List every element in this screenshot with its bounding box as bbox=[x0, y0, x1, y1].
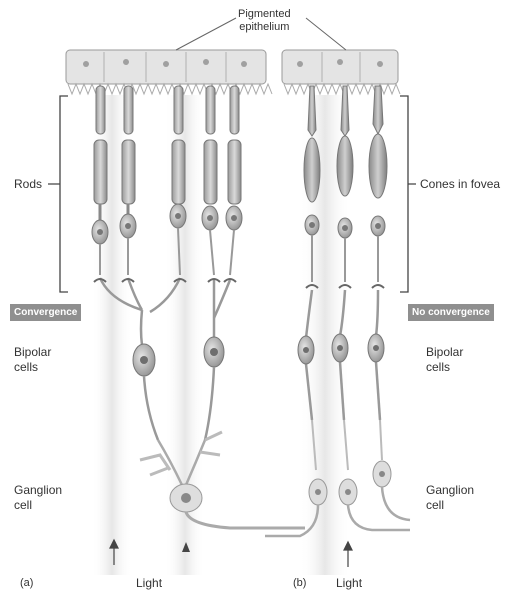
pigmented-epithelium-label: Pigmented epithelium bbox=[238, 8, 291, 34]
light-label-a: Light bbox=[136, 576, 162, 591]
light-label-b: Light bbox=[336, 576, 362, 591]
convergence-tag: Convergence bbox=[10, 304, 81, 321]
cones-bracket bbox=[400, 96, 416, 292]
pigmented-epithelium-b bbox=[282, 50, 400, 94]
panel-a-label: (a) bbox=[20, 576, 33, 591]
ganglion-cell-label-right: Ganglion cell bbox=[426, 483, 474, 513]
cones-in-fovea-label: Cones in fovea bbox=[420, 177, 500, 192]
bipolar-cells-label-left: Bipolar cells bbox=[14, 345, 51, 375]
bipolar-cells-label-right: Bipolar cells bbox=[426, 345, 463, 375]
panel-b-label: (b) bbox=[293, 576, 306, 591]
ganglion-cell-label-left: Ganglion cell bbox=[14, 483, 62, 513]
no-convergence-tag: No convergence bbox=[408, 304, 494, 321]
rods-bracket bbox=[48, 96, 68, 292]
rods-label: Rods bbox=[14, 177, 42, 192]
ganglion-cell-a bbox=[140, 432, 305, 528]
